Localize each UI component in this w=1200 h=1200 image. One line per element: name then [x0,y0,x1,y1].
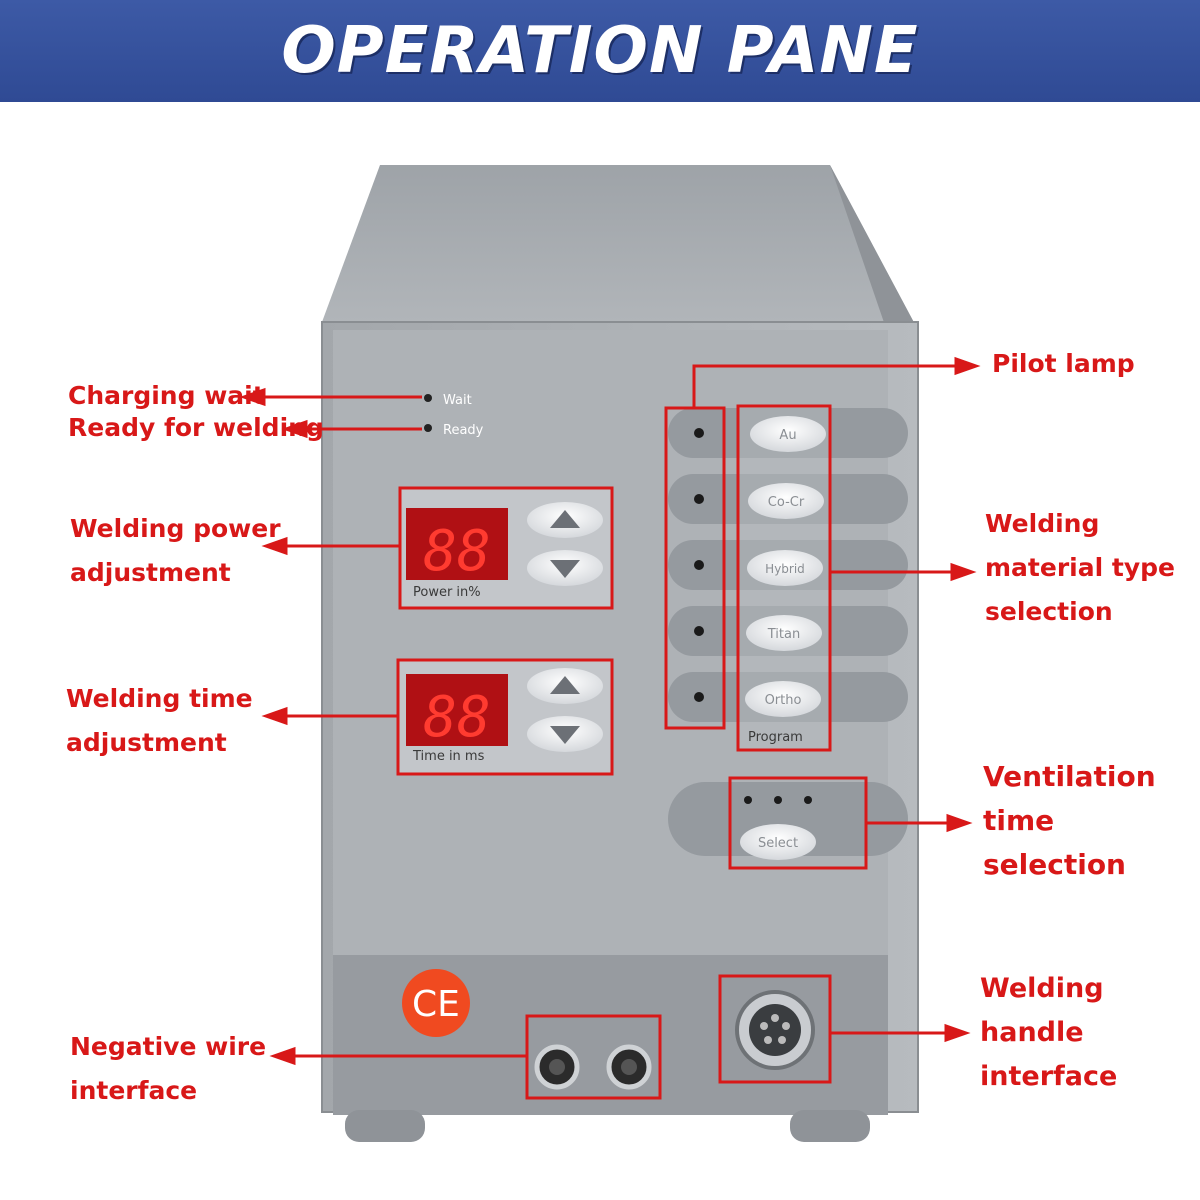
pilot-lamp-hybrid [694,560,704,570]
ce-mark: CE [412,984,460,1025]
up-arrow-icon [550,676,580,694]
callout-welding-power: Welding power adjustment [70,514,281,587]
program-caption: Program [748,730,803,745]
program-rows: Au Co-Cr Hybrid Titan Ortho Program [668,406,908,750]
program-button-ortho[interactable] [745,681,821,717]
power-caption: Power in% [413,585,481,600]
pilot-lamp-au [694,428,704,438]
pilot-lamp-ortho [694,692,704,702]
up-arrow-icon [550,510,580,528]
ventilation-module: Select [668,782,908,860]
program-button-au-label: Au [779,428,796,443]
power-digits: 88 [423,519,490,584]
banner-title: OPERATION PANE [281,14,919,88]
wait-led [424,394,432,402]
callout-charging-wait: Charging wait [68,381,265,410]
cabinet-top [322,165,918,330]
program-button-titan[interactable] [746,615,822,651]
negative-wire-sockets [534,1044,652,1090]
highlight-program [736,404,832,752]
callout-ready-for-welding: Ready for welding [68,413,324,442]
time-digits: 88 [423,685,490,750]
vent-led-1 [744,796,752,804]
time-display [406,674,508,746]
ventilation-select-button[interactable] [740,824,816,860]
highlight-handle [718,974,832,1084]
ready-label: Ready [443,423,484,438]
pilot-lamp-titan [694,626,704,636]
program-button-ortho-label: Ortho [765,693,802,708]
cabinet [321,165,919,1142]
down-arrow-icon [550,560,580,578]
time-caption: Time in ms [412,749,485,764]
vent-led-3 [804,796,812,804]
foot-left [345,1110,425,1142]
down-arrow-icon [550,726,580,744]
ready-led [424,424,432,432]
callout-pilot-lamp: Pilot lamp [992,349,1135,378]
program-button-cocr[interactable] [748,483,824,519]
wait-label: Wait [443,393,472,408]
vent-led-2 [774,796,782,804]
callout-material-type: Welding material type selection [985,509,1175,626]
power-module: 88 Power in% [400,488,612,608]
program-button-titan-label: Titan [767,627,800,642]
pilot-lamp-cocr [694,494,704,504]
power-display [406,508,508,580]
program-button-hybrid-label: Hybrid [765,562,805,576]
callout-handle-interface: Welding handle interface [980,973,1118,1092]
ce-badge [402,969,470,1037]
callout-welding-time: Welding time adjustment [66,684,253,757]
program-button-cocr-label: Co-Cr [768,495,805,510]
callout-negative-wire: Negative wire interface [70,1032,267,1105]
ventilation-select-label: Select [758,836,798,851]
program-button-hybrid[interactable] [747,550,823,586]
program-button-au[interactable] [750,416,826,452]
time-module: 88 Time in ms [398,660,612,774]
handle-connector[interactable] [735,990,815,1070]
foot-right [790,1110,870,1142]
highlight-power [398,486,614,610]
callout-ventilation-time: Ventilation time selection [983,760,1156,881]
leader-lines [239,356,981,1066]
title-banner: OPERATION PANE [0,0,1200,102]
